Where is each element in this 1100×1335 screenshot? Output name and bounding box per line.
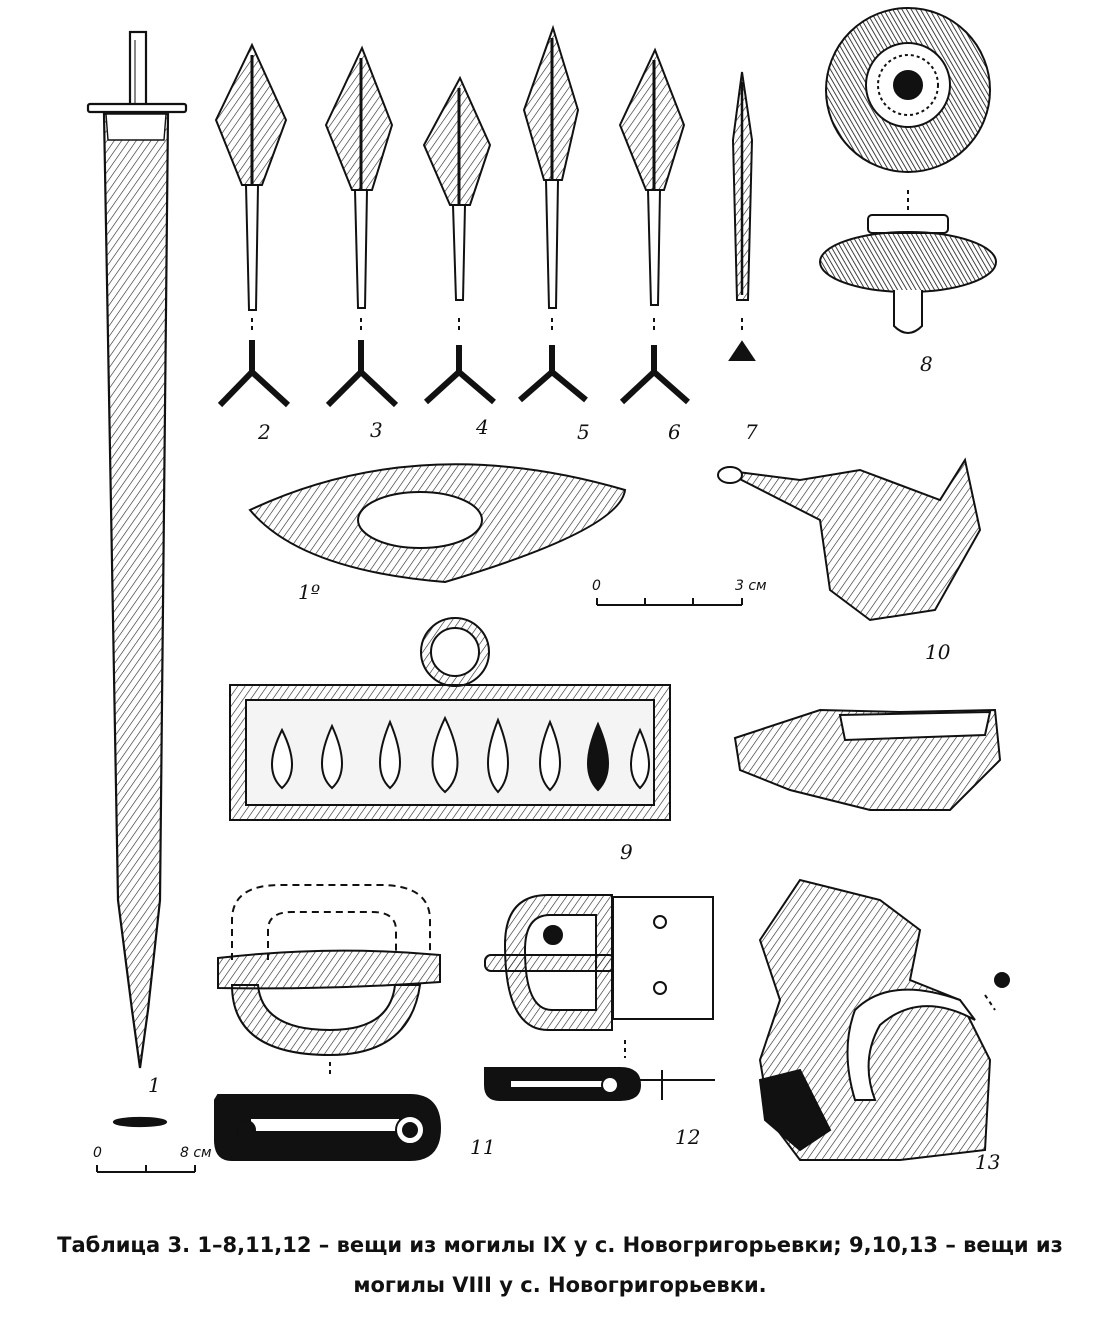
- caption-line-2: могилы VIII у с. Новогригорьевки.: [353, 1273, 767, 1297]
- ring-fragment: [758, 878, 1010, 1161]
- vessel-fragment: [717, 457, 982, 622]
- vessel-fragment-side: [733, 708, 1002, 811]
- label-4: 4: [476, 415, 489, 439]
- scale-small-max: 8 см: [180, 1145, 212, 1161]
- arrowhead-4: [422, 75, 496, 405]
- label-7: 7: [745, 420, 758, 444]
- label-11: 11: [470, 1135, 496, 1159]
- scale-bar-8cm: [96, 1165, 196, 1173]
- round-ornament: [819, 7, 997, 334]
- label-3: 3: [370, 418, 383, 442]
- label-10: 10: [925, 640, 951, 664]
- sword-drawing: [86, 30, 188, 1128]
- scale-bar-3cm: [596, 598, 743, 606]
- arrowhead-5: [518, 24, 588, 403]
- label-13: 13: [975, 1150, 1001, 1174]
- caption-line-1: Таблица 3. 1–8,11,12 – вещи из могилы IX…: [57, 1233, 1063, 1257]
- scale-small-zero: 0: [93, 1145, 102, 1161]
- label-1o: 1º: [298, 580, 321, 604]
- arrowhead-3: [324, 45, 399, 408]
- arrowhead-7: [728, 71, 756, 361]
- artifact-plate: [86, 7, 1010, 1173]
- figure-caption: Таблица 3. 1–8,11,12 – вещи из могилы IX…: [30, 1225, 1090, 1305]
- label-12: 12: [675, 1125, 701, 1149]
- label-9: 9: [620, 840, 633, 864]
- oval-plate: [248, 463, 627, 584]
- label-1: 1: [148, 1073, 161, 1097]
- belt-plate: [229, 617, 671, 821]
- arrowhead-6: [618, 47, 690, 405]
- arrowhead-2: [214, 42, 291, 408]
- scale-large-max: 3 см: [735, 578, 767, 594]
- label-8: 8: [920, 352, 933, 376]
- buckle-11: [214, 884, 442, 1161]
- scale-large-zero: 0: [592, 578, 601, 594]
- label-5: 5: [577, 420, 590, 444]
- label-2: 2: [258, 420, 271, 444]
- label-6: 6: [668, 420, 681, 444]
- buckle-12: [484, 894, 715, 1101]
